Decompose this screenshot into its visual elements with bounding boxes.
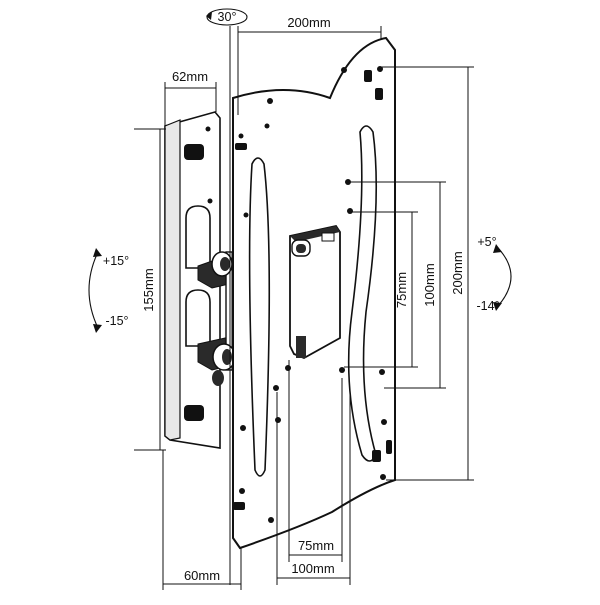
label-tilt-down: -14° [476, 299, 499, 313]
label-arm-depth-bottom: 60mm [184, 568, 220, 583]
swivel-arc-icon [206, 8, 248, 26]
arm-swing-arc-icon [88, 251, 99, 329]
label-swivel: 30° [218, 10, 237, 24]
wall-slot-top [184, 144, 204, 160]
label-arm-depth-top: 62mm [172, 69, 208, 84]
vesa-holes [233, 66, 392, 523]
label-wall-plate-height: 155mm [141, 268, 156, 311]
vesa-plate [232, 36, 396, 550]
dimension-labels: 200mm 62mm 155mm 60mm 75mm 100mm 75mm 10… [141, 15, 465, 583]
label-arm-down: -15° [105, 314, 128, 328]
angle-labels: 30° +15° -15° +5° -14° [103, 10, 500, 328]
label-vesa-v-small: 75mm [394, 272, 409, 308]
label-top-width: 200mm [287, 15, 330, 30]
rotation-arcs [88, 8, 512, 333]
label-vesa-h-medium: 100mm [291, 561, 334, 576]
wall-slot-bottom [184, 405, 204, 421]
label-vesa-v-medium: 100mm [422, 263, 437, 306]
label-arm-up: +15° [103, 254, 129, 268]
tilt-arc-icon [497, 247, 512, 307]
label-vesa-v-large: 200mm [450, 251, 465, 294]
label-tilt-up: +5° [477, 235, 496, 249]
label-vesa-h-small: 75mm [298, 538, 334, 553]
wall-plate [164, 111, 221, 449]
dimension-lines [134, 26, 474, 590]
